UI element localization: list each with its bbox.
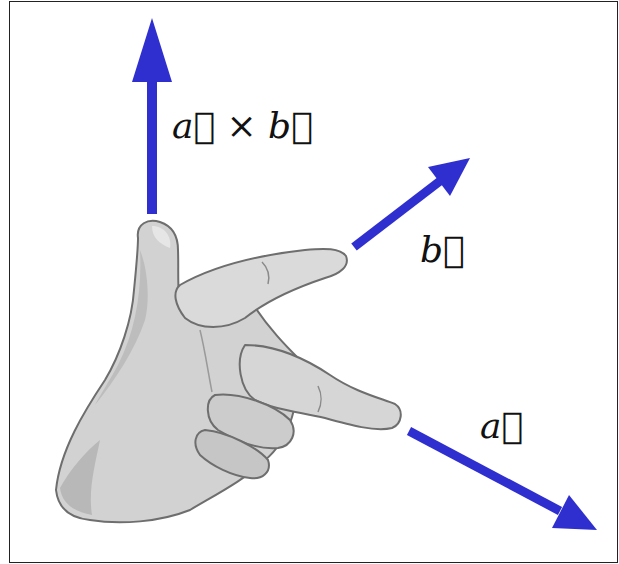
vector-arrows (132, 18, 597, 530)
frame (10, 2, 618, 563)
hand-drawing (56, 221, 401, 523)
vector-label: a⃗ (480, 404, 523, 447)
cross-product-shaft (147, 78, 157, 214)
a-head (552, 495, 597, 530)
vector-label: a⃗ × b⃗ (172, 104, 313, 147)
b-head (428, 158, 470, 196)
vector-label: b⃗ (420, 228, 465, 271)
cross-product-head (132, 18, 172, 82)
